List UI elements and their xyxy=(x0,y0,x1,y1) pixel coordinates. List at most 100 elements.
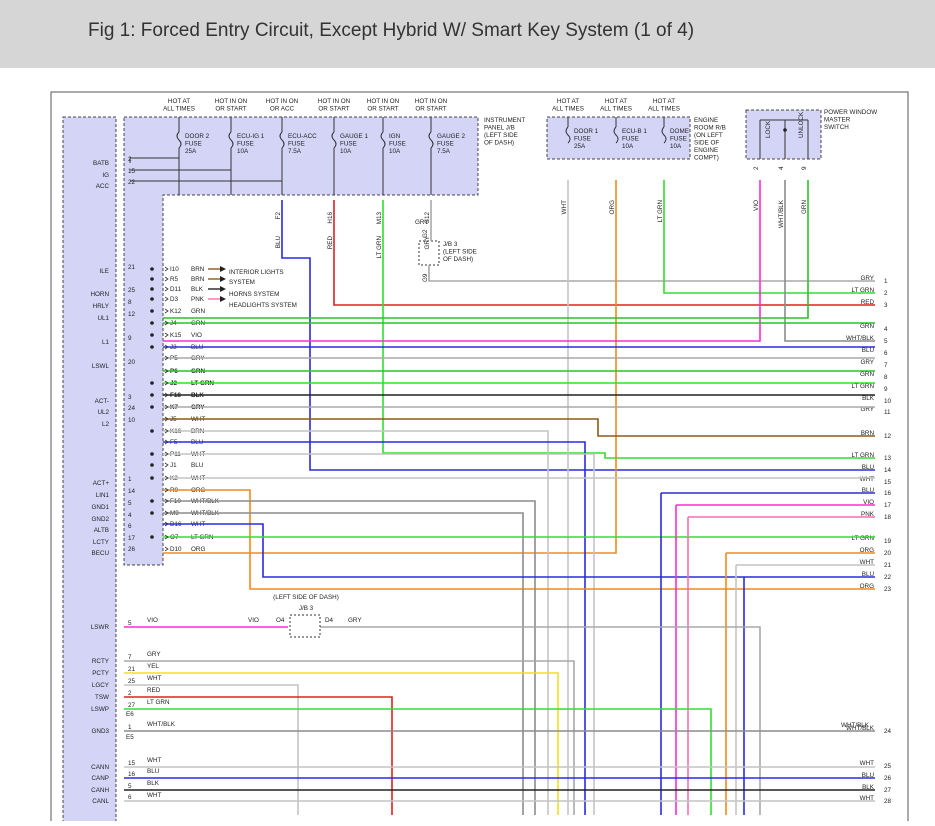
pin-number: 15 xyxy=(128,760,136,767)
pin-number: 17 xyxy=(128,535,136,542)
right-wire-color: BLU xyxy=(862,464,875,471)
right-output-number: 10 xyxy=(884,398,892,405)
jb-connector: I10 xyxy=(170,266,179,273)
right-wire-color: ORG xyxy=(860,547,874,554)
right-wire-color: BLK xyxy=(862,395,875,402)
jb-connector: D3 xyxy=(170,296,179,303)
pin-number: 22 xyxy=(128,179,136,186)
splice-dot xyxy=(150,287,154,291)
jb-label: (LEFT SIDE xyxy=(484,132,518,139)
lower-wire-color: GRY xyxy=(147,651,161,658)
wire-lswr-gry xyxy=(320,626,761,815)
right-output-number: 27 xyxy=(884,787,892,794)
fuse-hot-label: ALL TIMES xyxy=(552,106,584,113)
right-wire-color: BLU xyxy=(862,571,875,578)
jb-wire-color: BRN xyxy=(191,266,205,273)
system-label: HEADLIGHTS SYSTEM xyxy=(229,302,297,309)
wire-row-k16 xyxy=(163,430,549,815)
jb-wire-color: BRN xyxy=(191,276,205,283)
pin-number: 20 xyxy=(128,359,136,366)
right-output-number: 19 xyxy=(884,538,892,545)
lower-wire-color: BLK xyxy=(147,780,160,787)
top-wire-label: ORG xyxy=(609,200,616,214)
jb3-label: (LEFT SIDE xyxy=(443,249,477,256)
system-label: HORNS SYSTEM xyxy=(229,291,279,298)
right-wire-color: BLU xyxy=(862,772,875,779)
connector-chevron xyxy=(164,296,169,302)
wire-row-p11 xyxy=(163,453,595,815)
right-wire-color: LT GRN xyxy=(851,535,874,542)
right-wire-color: VIO xyxy=(863,499,874,506)
wiring-diagram-canvas: BATB2IG15ACC22ILE21HORN25HRLY8UL112L19LS… xyxy=(50,91,909,826)
right-wire-color: WHT xyxy=(860,760,874,767)
right-output-number: 15 xyxy=(884,479,892,486)
right-output-number: 3 xyxy=(884,302,888,309)
splice-dot xyxy=(150,452,154,456)
wire-grn-unlock xyxy=(163,180,809,319)
fuse-hot-label: ALL TIMES xyxy=(163,106,195,113)
right-output-number: 5 xyxy=(884,338,888,345)
switch-label: MASTER xyxy=(824,117,851,124)
pin-label: UL2 xyxy=(97,409,109,416)
wire-blu-f2 xyxy=(281,200,875,471)
fuse-pin-label: G12 xyxy=(424,212,431,224)
jb3-label: OF DASH) xyxy=(443,256,473,263)
pin-number: 3 xyxy=(128,394,132,401)
fuse-hot-label: HOT IN ON xyxy=(215,98,248,105)
switch-pin: 9 xyxy=(801,166,808,170)
jb-label: INSTRUMENT xyxy=(484,117,525,124)
right-wire-color: BLK xyxy=(862,784,875,791)
pin-label: ACC xyxy=(96,183,110,190)
pin-label: RCTY xyxy=(92,658,110,665)
pin-number: 27 xyxy=(128,702,136,709)
right-output-number: 28 xyxy=(884,798,892,805)
fuse-pin-label: F2 xyxy=(275,212,282,220)
pin-number: 1 xyxy=(128,476,132,483)
system-label: SYSTEM xyxy=(229,279,255,286)
system-arrow xyxy=(220,296,226,302)
fuse-hot-label: OR START xyxy=(318,106,349,113)
fuse-hot-label: HOT AT xyxy=(168,98,190,105)
pin-label: CANH xyxy=(91,787,109,794)
pin-number: 15 xyxy=(128,168,136,175)
lower-wire-color: VIO xyxy=(147,617,158,624)
pin-number: 5 xyxy=(128,500,132,507)
fuse-name: 10A xyxy=(389,148,401,155)
connector-chevron xyxy=(164,546,169,552)
fuse-name: ECU-B 1 xyxy=(622,128,647,135)
connector-chevron xyxy=(164,368,169,374)
right-output-number: 1 xyxy=(884,278,888,285)
wire-pcty xyxy=(124,672,559,815)
right-output-number: 12 xyxy=(884,433,892,440)
top-wire-label: GRN xyxy=(801,200,808,214)
fuse-name: 10A xyxy=(340,148,352,155)
pin-label: HRLY xyxy=(93,303,110,310)
jb3-lower-wire: VIO xyxy=(248,617,259,624)
jb3-lower-box xyxy=(289,614,321,638)
lower-wire-color: LT GRN xyxy=(147,699,170,706)
jb3-lower-pin: O4 xyxy=(276,617,285,624)
connector-chevron xyxy=(164,416,169,422)
pin-label: LCTY xyxy=(93,539,110,546)
right-output-number: 26 xyxy=(884,775,892,782)
system-arrow xyxy=(220,266,226,272)
pin-label: BECU xyxy=(92,550,110,557)
wire-org-ecub1 xyxy=(163,180,617,554)
right-wire-color: BLU xyxy=(862,347,875,354)
right-output-number: 17 xyxy=(884,502,892,509)
right-wire-color: LT GRN xyxy=(851,383,874,390)
jb-wire-color: VIO xyxy=(191,332,202,339)
splice-dot xyxy=(150,297,154,301)
splice-dot xyxy=(150,345,154,349)
wire-row-r9 xyxy=(163,489,875,590)
right-output-number: 11 xyxy=(884,409,891,416)
fuse-hot-label: OR START xyxy=(215,106,246,113)
connector-chevron xyxy=(164,320,169,326)
rb-label: SIDE OF xyxy=(694,140,719,147)
right-wire-color: PNK xyxy=(861,511,875,518)
pin-label: LGCY xyxy=(92,682,110,689)
jb-connector: D10 xyxy=(170,546,182,553)
pin-label: BATB xyxy=(93,160,109,167)
system-arrow xyxy=(220,286,226,292)
right-wire-color: GRY xyxy=(860,359,874,366)
